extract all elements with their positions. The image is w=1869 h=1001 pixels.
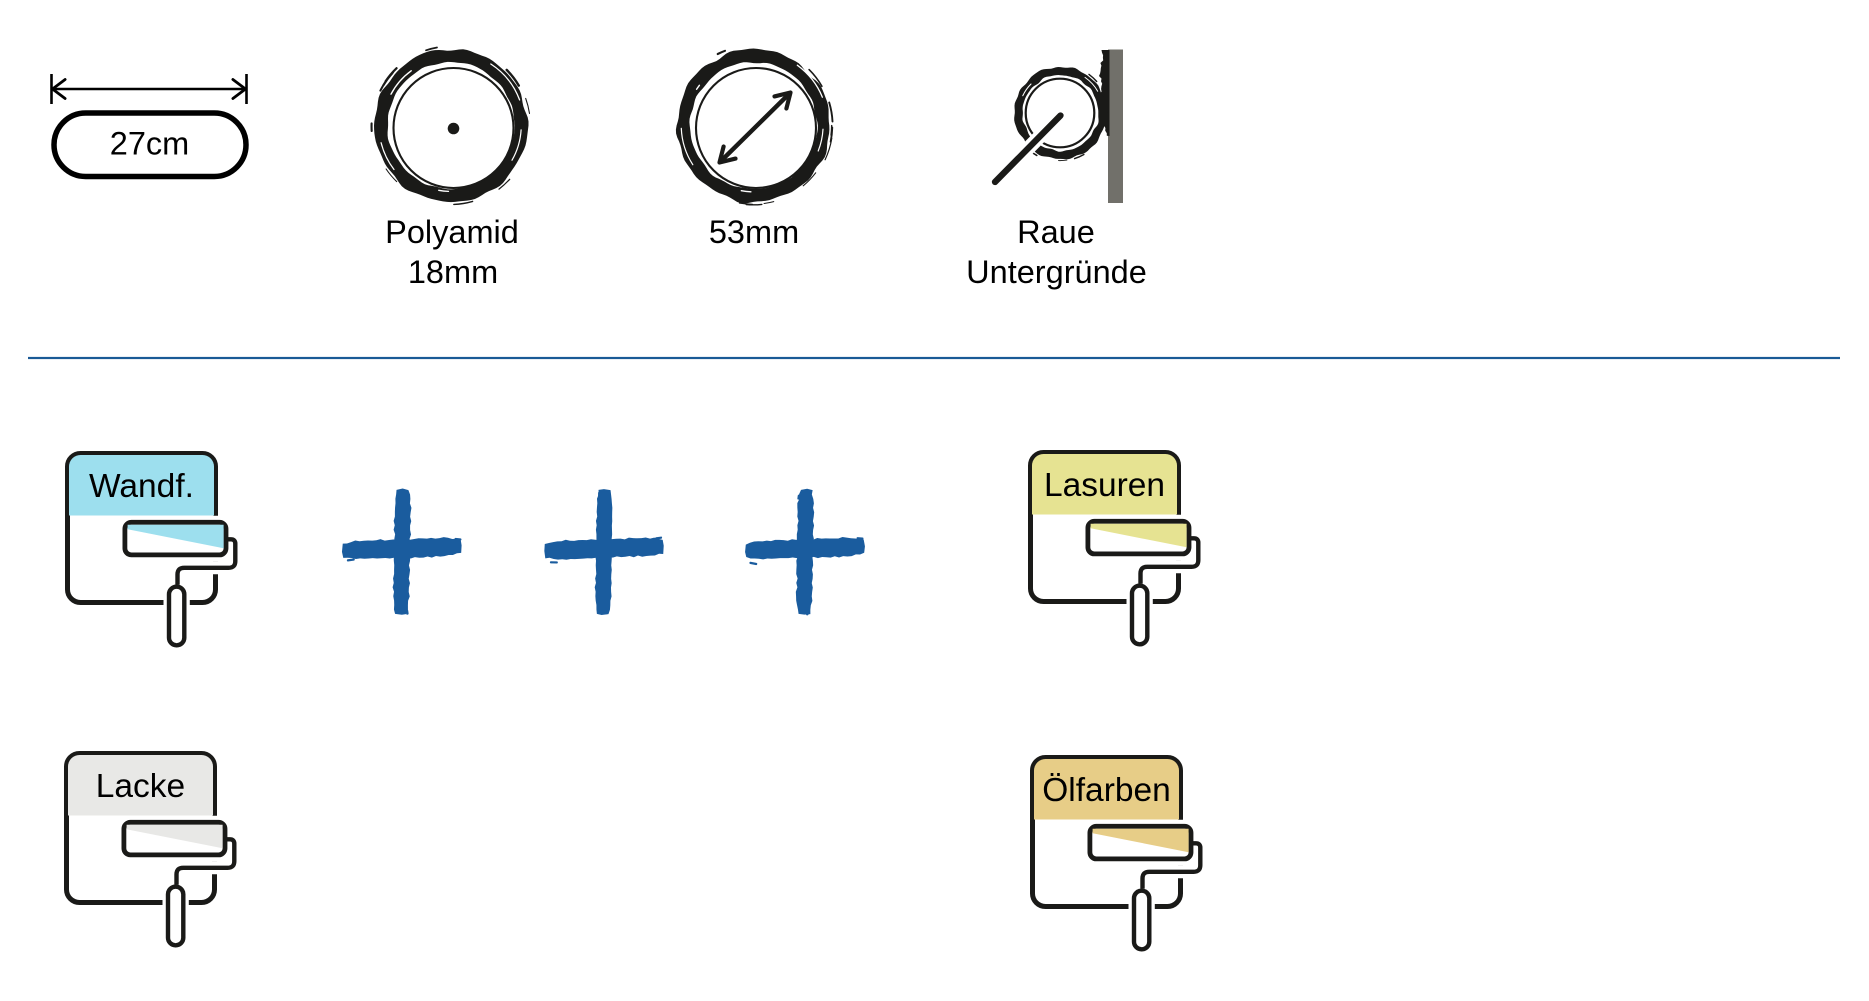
svg-text:Untergründe: Untergründe: [966, 254, 1147, 290]
svg-text:27cm: 27cm: [110, 126, 189, 162]
svg-text:Raue: Raue: [1017, 214, 1095, 250]
svg-text:Polyamid: Polyamid: [385, 214, 519, 250]
svg-text:Lacke: Lacke: [96, 768, 185, 805]
svg-text:Lasuren: Lasuren: [1044, 467, 1165, 504]
svg-text:18mm: 18mm: [408, 254, 498, 290]
svg-text:Ölfarben: Ölfarben: [1042, 772, 1171, 809]
svg-text:53mm: 53mm: [709, 214, 799, 250]
svg-text:Wandf.: Wandf.: [89, 468, 194, 505]
